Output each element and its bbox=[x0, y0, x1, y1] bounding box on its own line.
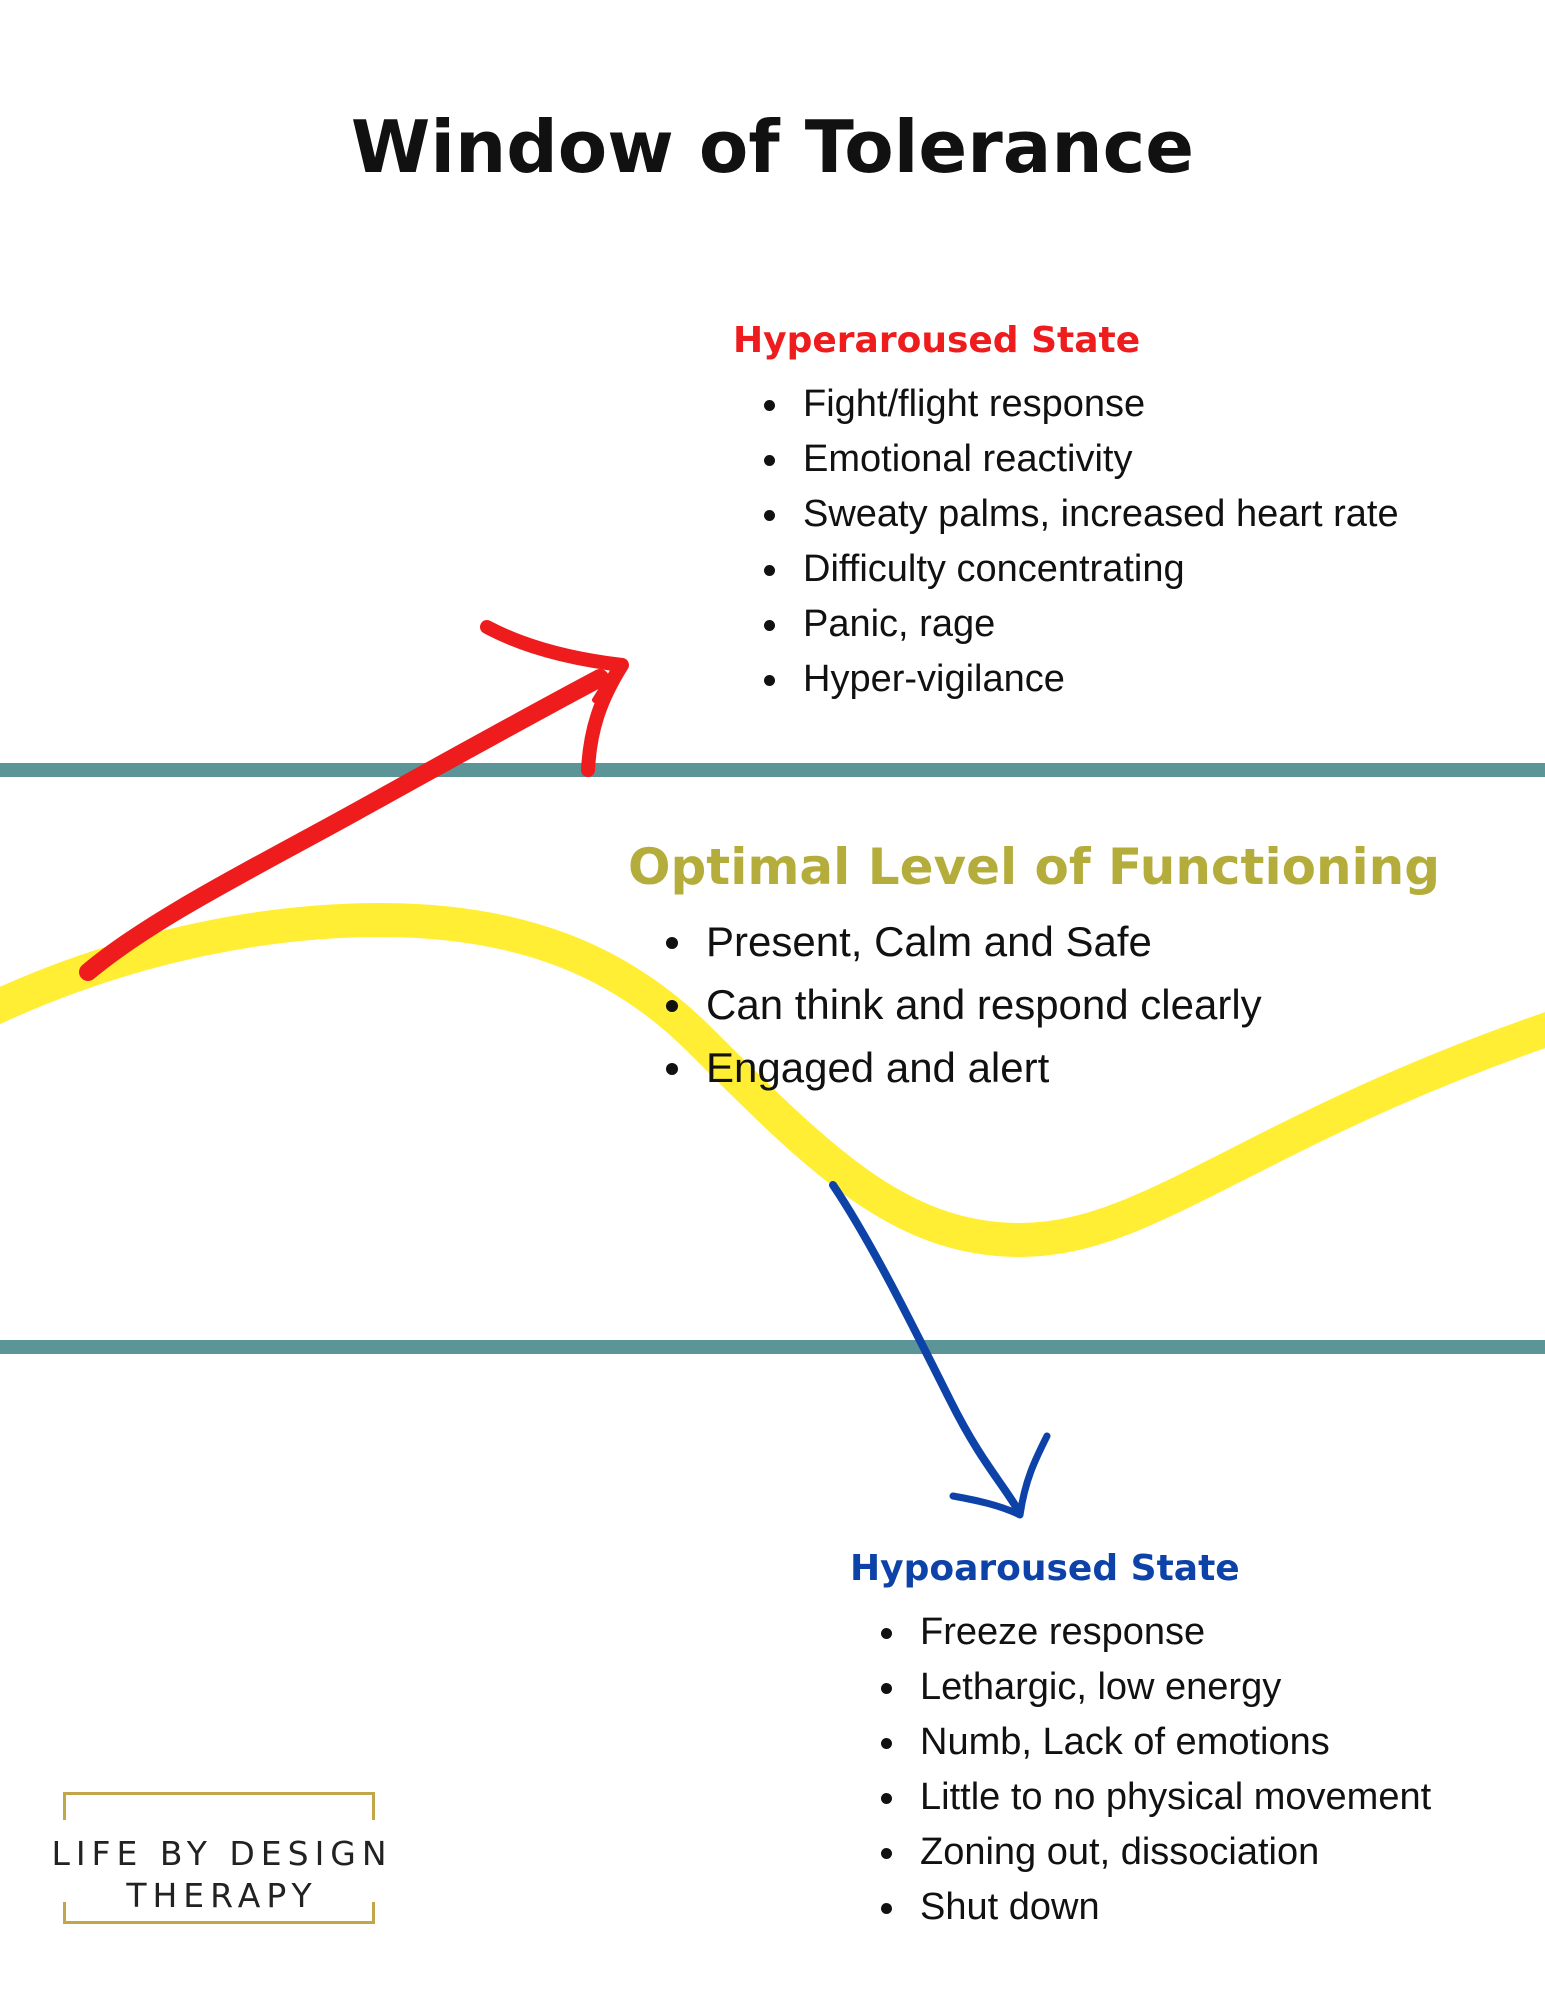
hyperaroused-list: Fight/flight response Emotional reactivi… bbox=[733, 377, 1399, 707]
list-item: Shut down bbox=[850, 1880, 1431, 1935]
list-item: Difficulty concentrating bbox=[733, 542, 1399, 597]
page-title: Window of Tolerance bbox=[350, 105, 1195, 189]
list-item: Lethargic, low energy bbox=[850, 1660, 1431, 1715]
list-item: Can think and respond clearly bbox=[628, 973, 1440, 1036]
optimal-list: Present, Calm and Safe Can think and res… bbox=[628, 910, 1440, 1099]
brand-logo: LIFE BY DESIGN THERAPY bbox=[51, 1792, 387, 1924]
hyperaroused-heading: Hyperaroused State bbox=[733, 320, 1141, 361]
hypoarousal-arrow bbox=[829, 1181, 1051, 1519]
hypoaroused-list: Freeze response Lethargic, low energy Nu… bbox=[850, 1605, 1431, 1935]
hyperaroused-section: Hyperaroused State Fight/flight response… bbox=[733, 320, 1399, 707]
list-item: Panic, rage bbox=[733, 597, 1399, 652]
list-item: Hyper-vigilance bbox=[733, 652, 1399, 707]
hypoaroused-heading: Hypoaroused State bbox=[850, 1548, 1240, 1589]
hyperarousal-arrow bbox=[79, 620, 629, 981]
upper-boundary-line bbox=[0, 763, 1545, 777]
logo-line-2: THERAPY bbox=[126, 1876, 318, 1915]
list-item: Freeze response bbox=[850, 1605, 1431, 1660]
optimal-heading: Optimal Level of Functioning bbox=[628, 838, 1441, 896]
list-item: Numb, Lack of emotions bbox=[850, 1715, 1431, 1770]
list-item: Little to no physical movement bbox=[850, 1770, 1431, 1825]
list-item: Sweaty palms, increased heart rate bbox=[733, 487, 1399, 542]
logo-line-1: LIFE BY DESIGN bbox=[51, 1834, 393, 1873]
list-item: Zoning out, dissociation bbox=[850, 1825, 1431, 1880]
list-item: Fight/flight response bbox=[733, 377, 1399, 432]
logo-frame-gap bbox=[62, 1820, 382, 1902]
arousal-wave bbox=[0, 902, 1545, 1258]
logo-text: LIFE BY DESIGN THERAPY bbox=[36, 1833, 408, 1917]
list-item: Present, Calm and Safe bbox=[628, 910, 1440, 973]
hypoaroused-section: Hypoaroused State Freeze response Lethar… bbox=[850, 1548, 1431, 1935]
list-item: Engaged and alert bbox=[628, 1036, 1440, 1099]
list-item: Emotional reactivity bbox=[733, 432, 1399, 487]
optimal-section: Optimal Level of Functioning Present, Ca… bbox=[628, 838, 1440, 1099]
lower-boundary-line bbox=[0, 1340, 1545, 1354]
